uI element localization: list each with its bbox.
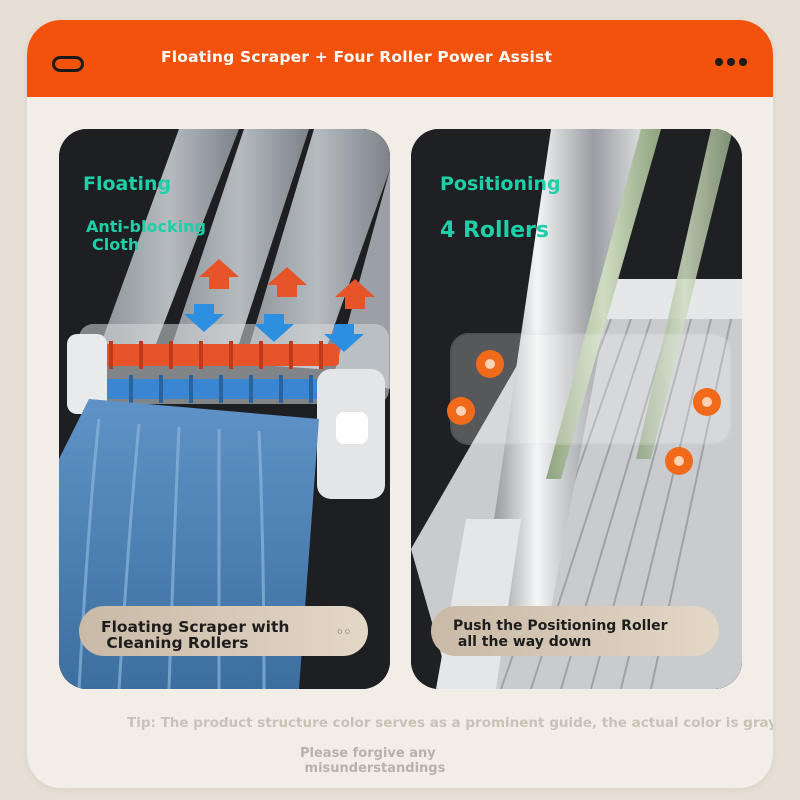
header-bar: Floating Scraper + Four Roller Power Ass… — [27, 20, 773, 97]
header-title: Floating Scraper + Four Roller Power Ass… — [161, 48, 553, 66]
toggle-icon[interactable] — [52, 56, 84, 72]
right-product-image: Positioning 4 Rollers Push the Positioni… — [411, 129, 742, 689]
more-dots-icon[interactable] — [715, 58, 747, 66]
right-caption: Push the Positioning Roller all the way … — [453, 618, 668, 650]
tip-text: Tip: The product structure color serves … — [127, 715, 773, 731]
left-subheading-line2: Cloth — [92, 235, 140, 254]
mop-scraper-illustration — [59, 129, 390, 689]
right-subheading: 4 Rollers — [440, 218, 549, 243]
orange-roller-icon — [447, 350, 721, 475]
apology-text: Please forgive any misunderstandings — [300, 746, 446, 776]
arrow-up-icon — [199, 259, 375, 309]
left-product-image: Floating Anti-blocking Cloth Floating Sc… — [59, 129, 390, 689]
left-subheading-line1: Anti-blocking — [86, 217, 206, 236]
left-caption: Floating Scraper with Cleaning Rollers — [101, 618, 290, 652]
right-caption-pill: Push the Positioning Roller all the way … — [431, 606, 719, 656]
product-card: Floating Scraper + Four Roller Power Ass… — [27, 20, 773, 788]
mop-rollers-illustration — [411, 129, 742, 689]
arrow-down-icon — [184, 304, 364, 352]
right-heading: Positioning — [440, 173, 561, 195]
left-caption-pill: Floating Scraper with Cleaning Rollers ◦… — [79, 606, 368, 656]
decor-icon: ◦◦ — [336, 625, 352, 639]
left-heading: Floating — [83, 173, 172, 195]
